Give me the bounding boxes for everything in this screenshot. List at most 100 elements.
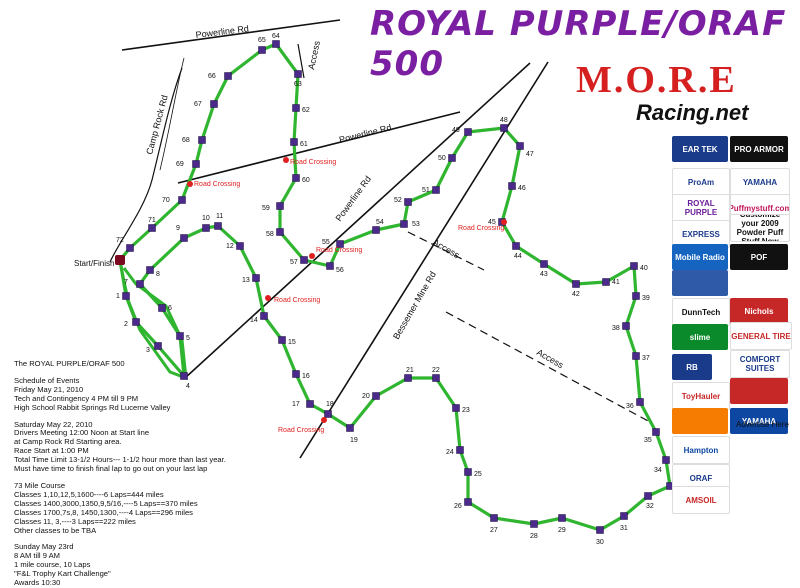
mile-marker-label: 53 <box>412 221 420 228</box>
mile-marker-label: 43 <box>540 271 548 278</box>
mile-marker <box>452 404 460 412</box>
road-label-access3: Access <box>535 347 566 370</box>
mile-marker <box>224 72 232 80</box>
mile-marker <box>192 160 200 168</box>
mile-marker-label: 17 <box>292 401 300 408</box>
sponsor-logo: ToyHauler <box>672 382 730 410</box>
road-crossing-label: Road Crossing <box>290 159 336 166</box>
mile-marker-label: 41 <box>612 279 620 286</box>
road-crossing-label: Road Crossing <box>194 181 240 188</box>
schedule-line: Classes 11, 3,----3 Laps==222 miles <box>14 516 136 526</box>
mile-marker <box>292 174 300 182</box>
road-label-powerline2: Powerline Rd <box>338 122 392 145</box>
schedule-line: Total Time Limit 13-1/2 Hours--- 1-1/2 h… <box>14 455 226 465</box>
sponsor-logo: YAMAHA <box>730 408 788 434</box>
schedule-line: The ROYAL PURPLE/ORAF 500 <box>14 359 125 368</box>
mile-marker <box>272 40 280 48</box>
sponsor-logo: Customize your 2009 Powder Puff Stuff No… <box>730 214 790 242</box>
schedule-line: Saturday May 22, 2010 <box>14 419 93 429</box>
mile-marker <box>258 46 266 54</box>
mile-marker-label: 44 <box>514 253 522 260</box>
road-crossing-label: Road Crossing <box>458 225 504 232</box>
mile-marker <box>636 398 644 406</box>
mile-marker <box>540 260 548 268</box>
sponsor-logo: ProAm <box>672 168 730 196</box>
mile-marker-label: 63 <box>294 81 302 88</box>
mile-marker <box>516 142 524 150</box>
mile-marker-label: 5 <box>186 335 190 342</box>
mile-marker <box>632 292 640 300</box>
mile-marker <box>596 526 604 534</box>
sponsor-logo: AMSOIL <box>672 486 730 514</box>
mile-marker-label: 18 <box>326 401 334 408</box>
mile-marker-label: 42 <box>572 291 580 298</box>
brand-logo: M.O.R.E <box>576 59 737 101</box>
mile-marker <box>158 304 166 312</box>
mile-marker <box>202 224 210 232</box>
mile-marker-label: 46 <box>518 185 526 192</box>
mile-marker <box>290 138 298 146</box>
mile-marker-label: 39 <box>642 295 650 302</box>
road-crossing-label: Road Crossing <box>278 427 324 434</box>
road-label-access2: Access <box>431 237 462 260</box>
start-finish-marker <box>115 255 125 265</box>
sponsor-logo: PRO ARMOR <box>730 136 788 162</box>
mile-marker-label: 30 <box>596 539 604 546</box>
mile-marker <box>464 128 472 136</box>
mile-marker <box>236 242 244 250</box>
mile-marker <box>180 234 188 242</box>
mile-marker <box>336 240 344 248</box>
road-label-bessemer: Bessemer Mine Rd <box>391 270 438 341</box>
road-stub-0 <box>297 43 305 79</box>
mile-marker-label: 26 <box>454 503 462 510</box>
mile-marker <box>404 374 412 382</box>
start-finish-label: Start/Finish <box>74 259 114 268</box>
sponsor-logo: Nichols <box>730 298 788 324</box>
mile-marker-label: 62 <box>302 107 310 114</box>
sponsor-logo: POF <box>730 244 788 270</box>
mile-marker-label: 55 <box>322 239 330 246</box>
mile-marker-label: 69 <box>176 161 184 168</box>
road-powerline2 <box>177 111 461 184</box>
mile-marker <box>432 186 440 194</box>
schedule-line: Awards 10:30 <box>14 578 61 588</box>
mile-marker-label: 29 <box>558 527 566 534</box>
mile-marker <box>278 336 286 344</box>
mile-marker <box>324 410 332 418</box>
sponsor-logo: EXPRESS <box>672 220 730 248</box>
mile-marker-label: 54 <box>376 219 384 226</box>
schedule-line: Other classes to be TBA <box>14 525 97 535</box>
mile-marker <box>214 222 222 230</box>
mile-marker-label: 47 <box>526 151 534 158</box>
mile-marker-label: 61 <box>300 141 308 148</box>
mile-marker <box>326 262 334 270</box>
mile-marker-label: 49 <box>452 127 460 134</box>
mile-marker-label: 3 <box>146 347 150 354</box>
mile-marker-label: 12 <box>226 243 234 250</box>
mile-marker-label: 31 <box>620 525 628 532</box>
sponsor-logo <box>672 270 728 296</box>
mile-marker <box>456 446 464 454</box>
mile-marker <box>252 274 260 282</box>
mile-marker <box>630 262 638 270</box>
mile-marker <box>210 100 218 108</box>
sponsor-logo: EAR TEK <box>672 136 728 162</box>
road-powerline1 <box>121 19 341 51</box>
mile-marker <box>558 514 566 522</box>
sponsor-logo: YAMAHA <box>730 168 790 196</box>
schedule-line: "F&L Trophy Kart Challenge" <box>14 569 111 579</box>
mile-marker-label: 52 <box>394 197 402 204</box>
schedule-line: 73 Mile Course <box>14 480 66 490</box>
mile-marker-label: 66 <box>208 73 216 80</box>
mile-marker <box>132 318 140 326</box>
mile-marker-label: 65 <box>258 37 266 44</box>
mile-marker-label: 60 <box>302 177 310 184</box>
schedule-line: Sunday May 23rd <box>14 542 74 552</box>
road-powerline3 <box>184 62 531 379</box>
mile-marker <box>500 124 508 132</box>
road-access2 <box>407 231 485 271</box>
mile-marker-label: 16 <box>302 373 310 380</box>
mile-marker <box>292 370 300 378</box>
mile-marker <box>146 266 154 274</box>
